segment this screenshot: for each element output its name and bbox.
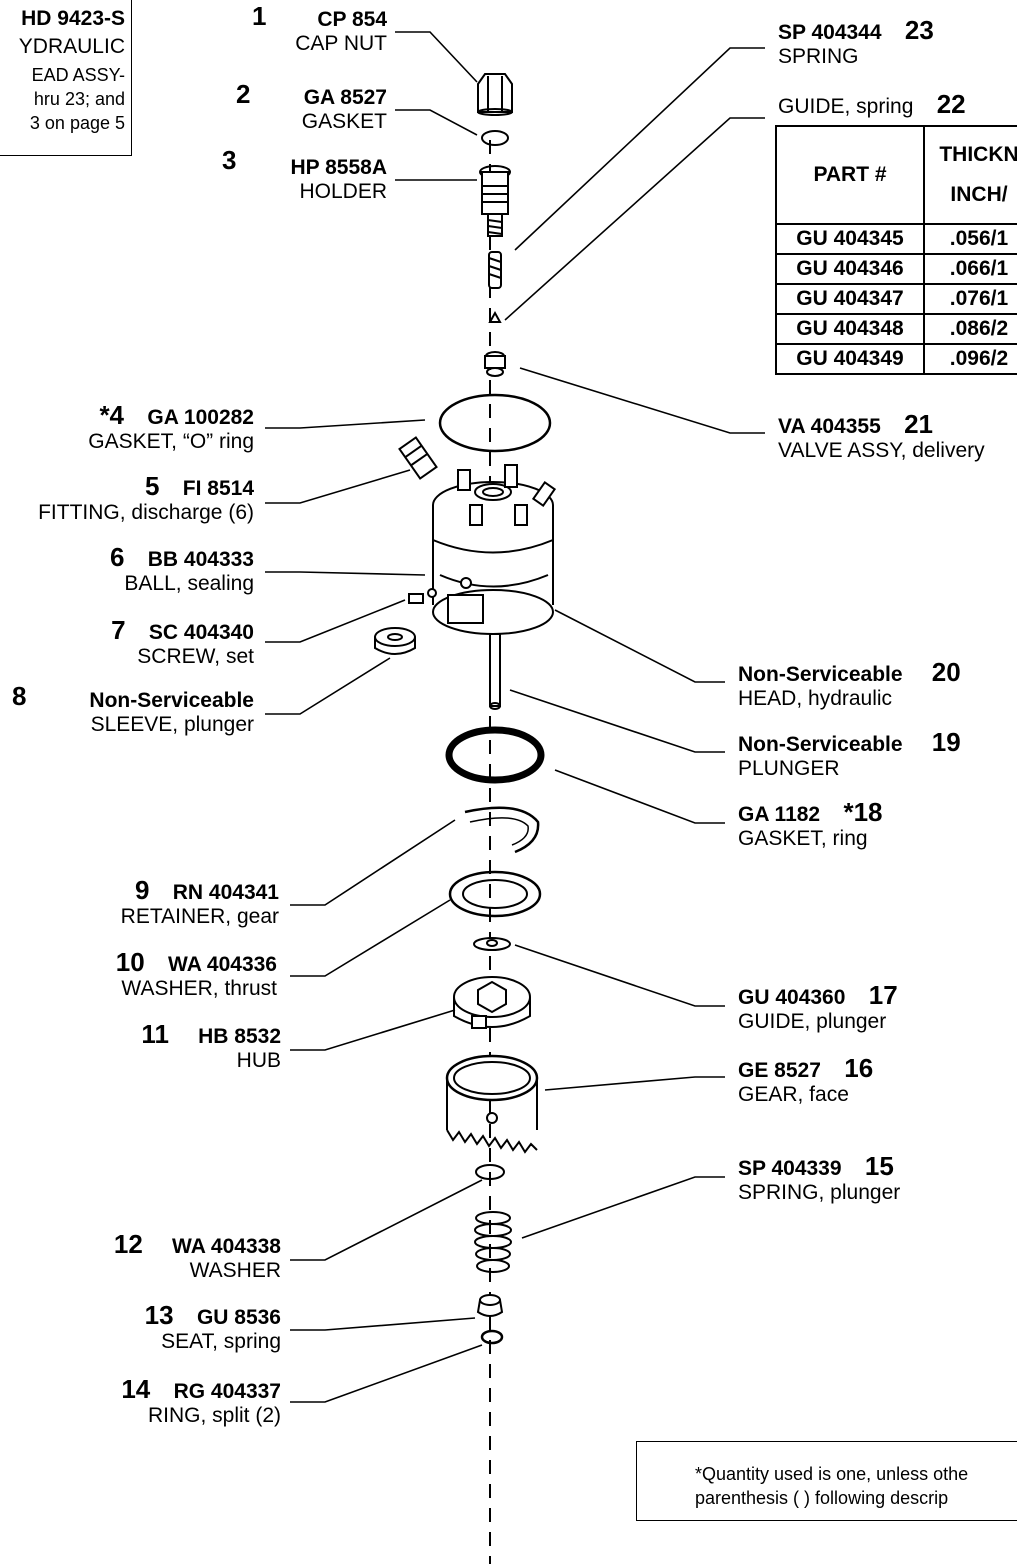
hub-drawing	[453, 976, 531, 1029]
delivery-valve-drawing	[484, 351, 506, 377]
note-line-2: parenthesis ( ) following descrip	[695, 1488, 949, 1508]
part-label-19: Non-Serviceable 19 PLUNGER	[738, 727, 961, 780]
part-label-4: *4 GA 100282 GASKET, “O” ring	[88, 400, 254, 453]
part-label-13: 13 GU 8536 SEAT, spring	[144, 1300, 281, 1353]
table-row: GU 404345.056/1	[775, 223, 1017, 255]
table-row: GU 404347.076/1	[775, 283, 1017, 315]
face-gear-drawing	[445, 1054, 539, 1154]
assembly-info-line: YDRAULIC	[18, 35, 125, 58]
part-label-21: VA 404355 21 VALVE ASSY, delivery	[778, 409, 985, 462]
quantity-note-box: *Quantity used is one, unless othe paren…	[636, 1441, 1017, 1521]
part-label-15: SP 404339 15 SPRING, plunger	[738, 1151, 901, 1204]
part-label-5: 5 FI 8514 FITTING, discharge (6)	[38, 471, 254, 524]
assembly-info-line: HD 9423-S	[21, 7, 125, 30]
gasket-small-drawing	[481, 130, 509, 146]
part-label-7: 7 SC 404340 SCREW, set	[111, 615, 254, 668]
plunger-spring-drawing	[474, 1211, 512, 1273]
spring-seat-drawing	[476, 1294, 504, 1317]
spring-guide-thickness-table: PART # THICKN INCH/ GU 404345.056/1 GU 4…	[775, 125, 1017, 375]
part-label-12: 12 WA 404338 WASHER	[113, 1229, 281, 1282]
leader-lines	[265, 31, 765, 1403]
spring-guide-drawing	[488, 310, 502, 323]
o-ring-drawing	[438, 393, 552, 453]
part-label-1: CP 854 CAP NUT	[295, 8, 387, 55]
washer-drawing	[475, 1164, 505, 1180]
part-number-1: 1	[252, 1, 267, 31]
gasket-ring-drawing	[445, 726, 545, 784]
table-header-thickness: THICKN INCH/	[923, 125, 1017, 225]
part-label-18: GA 1182 *18 GASKET, ring	[738, 797, 883, 850]
part-label-16: GE 8527 16 GEAR, face	[738, 1053, 874, 1106]
part-label-6: 6 BB 404333 BALL, sealing	[109, 542, 254, 595]
assembly-info-box: HD 9423-S YDRAULIC EAD ASSY- hru 23; and…	[0, 0, 132, 156]
table-row: GU 404346.066/1	[775, 253, 1017, 285]
part-label-10: 10 WA 404336 WASHER, thrust	[115, 947, 277, 1000]
cap-nut-drawing	[477, 73, 513, 116]
part-label-23: SP 404344 23 SPRING	[778, 15, 934, 68]
part-label-3: HP 8558A HOLDER	[290, 156, 387, 203]
spring-small-drawing	[488, 251, 502, 289]
table-header-row: PART # THICKN INCH/	[775, 125, 1017, 225]
assembly-info-line: hru 23; and	[33, 89, 125, 109]
set-screw-drawing	[408, 593, 424, 604]
part-number-3: 3	[222, 145, 237, 175]
part-label-20: Non-Serviceable 20 HEAD, hydraulic	[738, 657, 961, 710]
part-number-2: 2	[236, 79, 251, 109]
assembly-info-line: EAD ASSY-	[31, 65, 125, 85]
assembly-info-line: 3 on page 5	[29, 113, 125, 133]
table-row: GU 404349.096/2	[775, 343, 1017, 375]
gear-retainer-drawing	[464, 806, 540, 854]
holder-drawing	[479, 165, 511, 237]
part-label-2: GA 8527 GASKET	[301, 86, 387, 133]
part-label-14: 14 RG 404337 RING, split (2)	[121, 1374, 281, 1427]
table-header-part: PART #	[775, 125, 925, 225]
part-label-17: GU 404360 17 GUIDE, plunger	[738, 980, 898, 1033]
plunger-guide-drawing	[473, 937, 511, 951]
plunger-sleeve-drawing	[374, 627, 416, 655]
part-label-8: Non-Serviceable SLEEVE, plunger	[89, 689, 254, 736]
part-number-8: 8	[12, 681, 27, 711]
part-label-22: GUIDE, spring 22	[778, 89, 966, 119]
table-row: GU 404348.086/2	[775, 313, 1017, 345]
note-line-1: *Quantity used is one, unless othe	[695, 1464, 969, 1484]
discharge-fitting-drawing	[398, 436, 438, 480]
part-label-11: 11 HB 8532 HUB	[141, 1019, 281, 1072]
thrust-washer-drawing	[448, 870, 542, 918]
hydraulic-head-drawing	[432, 464, 557, 710]
sealing-ball-drawing	[427, 588, 437, 598]
part-label-9: 9 RN 404341 RETAINER, gear	[120, 875, 279, 928]
split-ring-drawing	[480, 1329, 504, 1345]
